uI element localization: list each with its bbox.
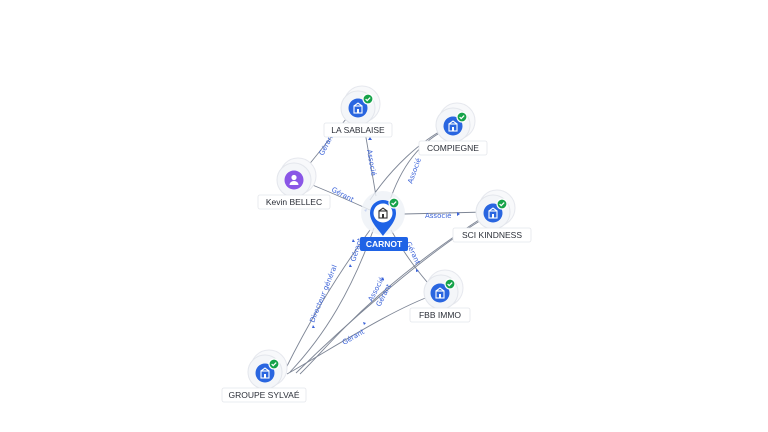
arrow-icon	[381, 277, 384, 280]
node-label: CARNOT	[366, 239, 403, 249]
arrow-icon	[457, 212, 460, 216]
arrow-icon	[416, 269, 419, 272]
arrow-icon	[349, 264, 352, 267]
node-fbb-immo[interactable]: FBB IMMO	[409, 269, 471, 323]
arrow-icon	[312, 325, 315, 328]
person-icon	[289, 174, 299, 185]
arrow-icon	[363, 322, 366, 325]
edge-label: Gérant	[341, 328, 366, 347]
node-label: LA SABLAISE	[331, 125, 385, 135]
node-kevin-bellec[interactable]: Kevin BELLEC	[257, 157, 331, 210]
edge-label: Associé	[425, 212, 451, 220]
node-label: FBB IMMO	[419, 310, 461, 320]
building-icon	[435, 287, 445, 299]
node-label: Kevin BELLEC	[266, 197, 322, 207]
node-groupe-sylvae[interactable]: GROUPE SYLVAÉ	[221, 349, 307, 403]
building-icon	[378, 207, 388, 219]
building-icon	[488, 207, 498, 219]
node-label: COMPIEGNE	[427, 143, 479, 153]
edge-label: Associé	[365, 149, 377, 176]
verified-badge	[362, 93, 374, 105]
arrow-icon	[352, 239, 355, 242]
node-carnot[interactable]: CARNOT	[360, 191, 408, 251]
verified-badge	[388, 197, 400, 209]
verified-badge	[268, 358, 280, 370]
node-sci-kindness[interactable]: SCI KINDNESS	[452, 189, 532, 243]
verified-badge	[456, 111, 468, 123]
building-icon	[353, 102, 363, 114]
node-label: GROUPE SYLVAÉ	[228, 390, 299, 400]
node-la-sablaise[interactable]: LA SABLAISE	[323, 85, 393, 138]
verified-badge	[444, 278, 456, 290]
node-compiegne[interactable]: COMPIEGNE	[418, 102, 488, 156]
verified-badge	[496, 198, 508, 210]
arrow-icon	[368, 137, 372, 140]
building-icon	[448, 120, 458, 132]
edge-label: Directeur général	[308, 264, 338, 324]
node-label: SCI KINDNESS	[462, 230, 522, 240]
edge-label: Gérant	[330, 186, 355, 204]
building-icon	[260, 367, 270, 379]
